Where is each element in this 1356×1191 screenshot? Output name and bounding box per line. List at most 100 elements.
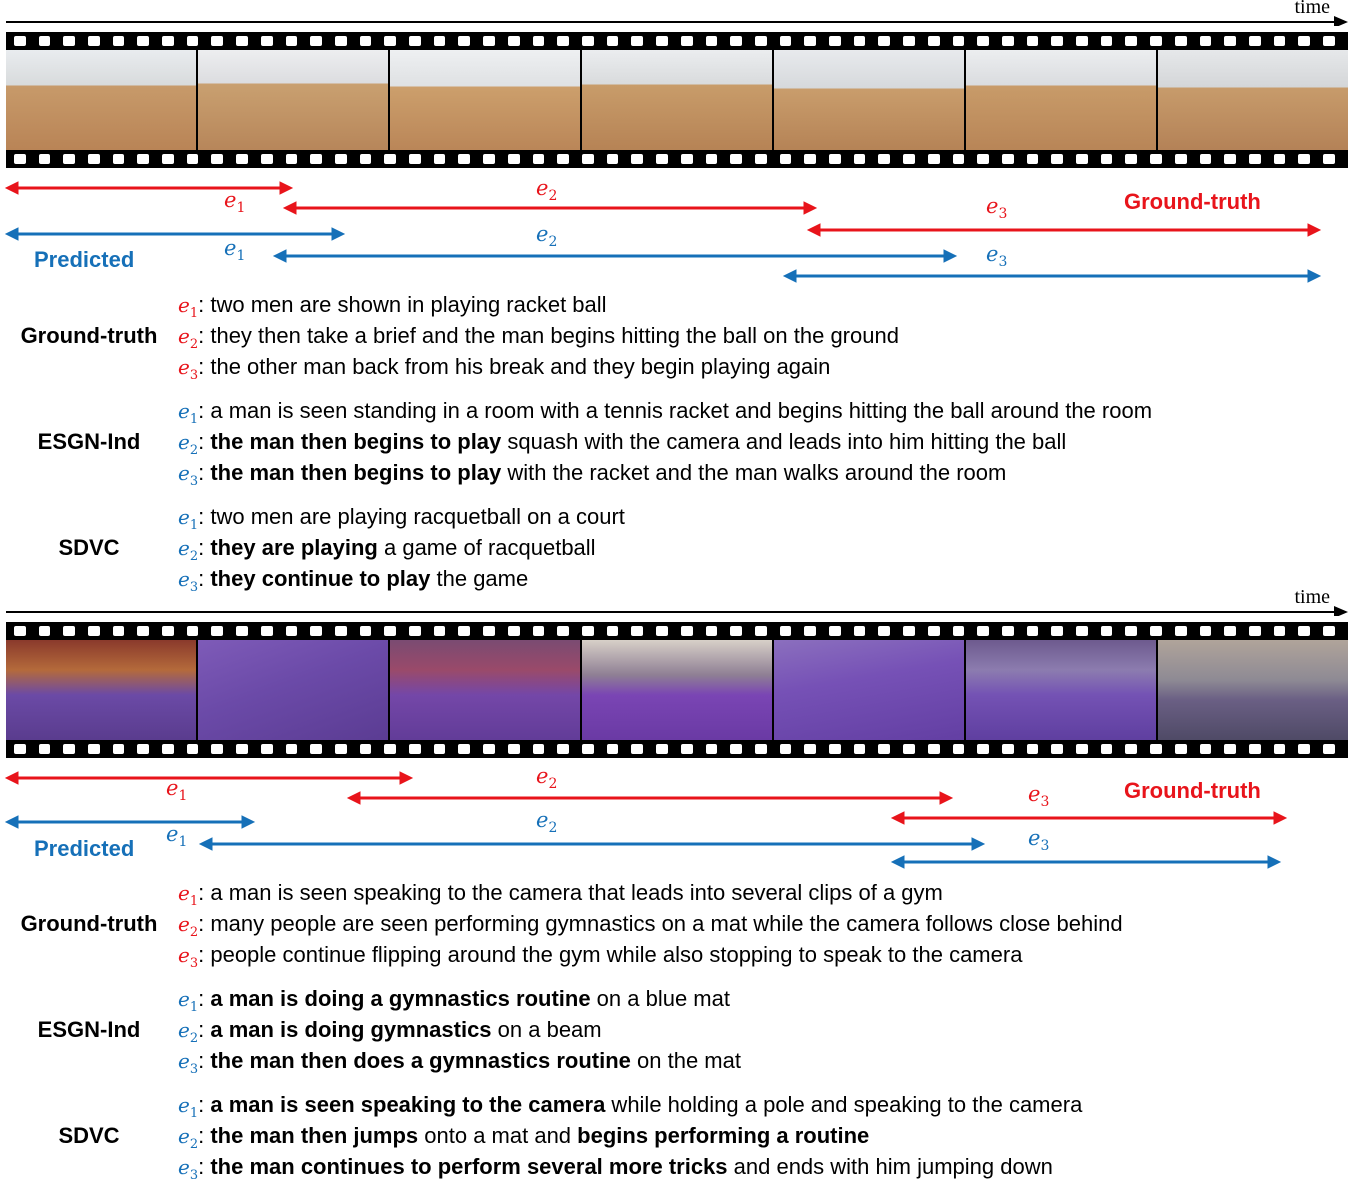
caption-text: on a beam <box>491 1017 602 1042</box>
caption-line: e1: two men are shown in playing racket … <box>178 290 607 329</box>
event-marker: e3 <box>178 943 199 971</box>
film-hole <box>13 744 26 754</box>
film-hole <box>1224 744 1236 754</box>
film-hole <box>409 36 421 46</box>
event-timeline: e1 e2 e3 Ground-truth e1 e2 e3 Predicted <box>0 176 1356 286</box>
film-hole <box>705 626 718 636</box>
film-hole <box>1001 626 1014 636</box>
film-hole <box>730 154 742 164</box>
film-hole <box>631 36 644 46</box>
film-hole <box>730 744 742 754</box>
film-hole <box>260 626 273 636</box>
film-hole <box>1224 36 1236 46</box>
caption-line: e2: they then take a brief and the man b… <box>178 321 899 360</box>
film-hole <box>112 36 125 46</box>
pred-arrow-e3 <box>890 855 1282 869</box>
pred-label-e2: e2 <box>536 222 558 251</box>
caption-text: : two men are shown in playing racket ba… <box>198 292 607 317</box>
event-marker: e1 <box>178 987 199 1015</box>
video-frame <box>198 50 390 150</box>
caption-line: e1: a man is seen standing in a room wit… <box>178 396 1152 435</box>
film-hole <box>903 626 915 636</box>
predicted-tag: Predicted <box>34 836 135 861</box>
film-hole <box>38 154 51 164</box>
method-label: Ground-truth <box>20 323 158 348</box>
film-strip <box>6 622 1348 758</box>
film-hole <box>656 36 668 46</box>
film-hole <box>1174 626 1187 636</box>
film-hole <box>829 744 841 754</box>
pred-arrow-e3 <box>782 269 1322 283</box>
film-hole <box>1298 36 1311 46</box>
film-hole <box>532 744 545 754</box>
film-hole <box>1323 36 1335 46</box>
film-hole <box>186 626 199 636</box>
film-hole <box>1273 626 1286 636</box>
film-hole <box>1026 36 1039 46</box>
film-hole <box>927 36 940 46</box>
film-hole <box>1323 744 1335 754</box>
film-hole <box>87 154 100 164</box>
film-hole <box>38 744 51 754</box>
pred-arrow-e1 <box>4 815 256 829</box>
ground-truth-tag: Ground-truth <box>1124 778 1261 803</box>
time-label: time <box>1294 586 1330 608</box>
film-hole <box>878 36 891 46</box>
film-hole <box>13 154 26 164</box>
film-hole <box>557 154 569 164</box>
film-hole <box>779 154 792 164</box>
film-hole <box>977 154 989 164</box>
film-hole <box>260 36 273 46</box>
film-hole <box>1100 626 1113 636</box>
film-hole <box>581 626 594 636</box>
video-frame <box>966 50 1158 150</box>
caption-line: e3: they continue to play the game <box>178 564 528 603</box>
film-hole <box>1323 626 1335 636</box>
caption-line: e3: the man continues to perform several… <box>178 1152 1053 1191</box>
film-hole <box>483 626 495 636</box>
video-frame <box>1158 50 1348 150</box>
caption-text: : <box>198 535 211 560</box>
film-hole <box>137 744 150 754</box>
pred-label-e2: e2 <box>536 808 558 837</box>
event-marker: e1 <box>178 399 199 427</box>
film-hole <box>804 36 817 46</box>
film-hole <box>359 626 372 636</box>
caption-text: : <box>198 1154 211 1179</box>
film-hole <box>1224 154 1236 164</box>
video-frame <box>966 640 1158 740</box>
event-marker: e2 <box>178 430 199 458</box>
caption-text: : many people are seen performing gymnas… <box>198 911 1123 936</box>
film-hole <box>112 154 125 164</box>
film-hole <box>260 744 273 754</box>
caption-line: e2: the man then begins to play squash w… <box>178 427 1066 466</box>
event-marker: e2 <box>178 324 199 352</box>
film-hole <box>1150 626 1162 636</box>
caption-text: : a man is seen standing in a room with … <box>198 398 1153 423</box>
film-hole <box>162 154 174 164</box>
caption-bold-text: a man is seen speaking to the camera <box>210 1092 606 1117</box>
film-hole <box>1100 36 1113 46</box>
caption-text: : they then take a brief and the man beg… <box>198 323 899 348</box>
film-hole <box>878 154 891 164</box>
film-hole <box>236 626 248 636</box>
film-hole <box>853 744 866 754</box>
film-hole <box>1298 154 1311 164</box>
caption-line: e2: the man then jumps onto a mat and be… <box>178 1121 869 1160</box>
film-hole <box>804 626 817 636</box>
caption-text: and ends with him jumping down <box>727 1154 1053 1179</box>
caption-line: e2: many people are seen performing gymn… <box>178 909 1123 948</box>
caption-text: : <box>198 429 211 454</box>
caption-line: e3: people continue flipping around the … <box>178 940 1022 979</box>
film-hole <box>1076 626 1088 636</box>
film-holes-bottom <box>6 744 1348 756</box>
film-hole <box>1125 36 1138 46</box>
film-hole <box>137 626 150 636</box>
caption-text: : <box>198 1123 211 1148</box>
gt-arrow-e2 <box>282 201 818 215</box>
film-hole <box>557 744 569 754</box>
film-hole <box>557 626 569 636</box>
film-hole <box>1248 744 1261 754</box>
film-hole <box>903 36 915 46</box>
film-hole <box>1051 626 1064 636</box>
